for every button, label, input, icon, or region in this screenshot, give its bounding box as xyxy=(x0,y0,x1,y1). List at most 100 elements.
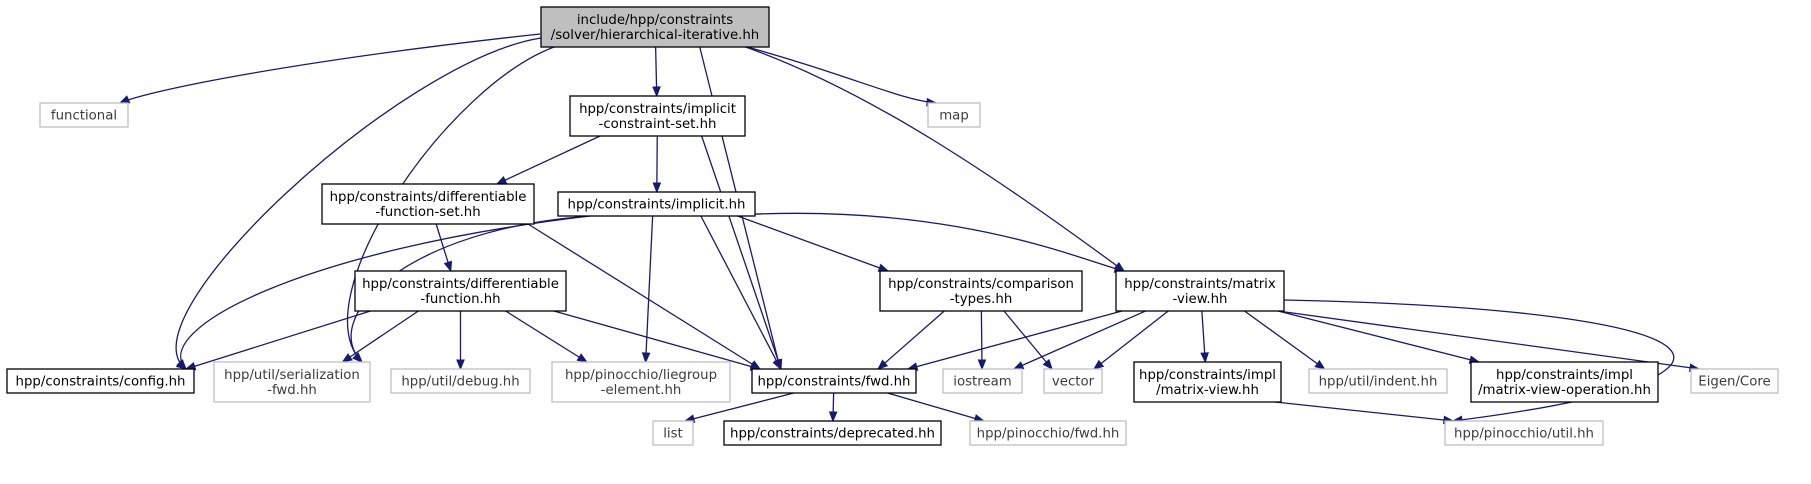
node-box xyxy=(942,368,1023,394)
edge-line xyxy=(1283,299,1675,422)
node-liegroup: hpp/pinocchio/liegroup-element.hh xyxy=(551,361,731,403)
node-box xyxy=(540,6,770,48)
node-box xyxy=(1115,270,1285,312)
node-map: map xyxy=(927,102,981,128)
node-label-line: hpp/pinocchio/util.hh xyxy=(1454,427,1594,442)
arrowhead xyxy=(877,263,890,272)
arrowhead xyxy=(828,411,838,423)
node-label-line: functional xyxy=(51,109,117,124)
edge-implicit_cs-to-implicit xyxy=(652,135,662,194)
node-box xyxy=(652,420,694,446)
arrowhead xyxy=(1042,358,1053,371)
node-box xyxy=(6,368,195,394)
edge-line xyxy=(1093,310,1169,370)
edge-line xyxy=(980,310,983,370)
edge-line xyxy=(719,212,1125,272)
node-label-line: -element.hh xyxy=(601,383,682,398)
arrowhead xyxy=(652,182,662,194)
edge-line xyxy=(527,223,761,370)
arrowhead xyxy=(1314,359,1326,370)
node-box xyxy=(321,183,535,225)
arrowhead xyxy=(1200,352,1209,364)
arrowhead xyxy=(1092,359,1105,370)
edge-line xyxy=(739,44,1125,272)
node-config[interactable]: hpp/constraints/config.hh xyxy=(6,368,195,394)
node-indent: hpp/util/indent.hh xyxy=(1308,368,1448,394)
node-box xyxy=(1470,361,1659,403)
node-box xyxy=(551,361,731,403)
edge-line xyxy=(1277,310,1480,363)
node-label-line: -function.hh xyxy=(420,292,500,307)
node-diff-fs[interactable]: hpp/constraints/differentiable-function-… xyxy=(321,183,535,225)
node-pin-fwd: hpp/pinocchio/fwd.hh xyxy=(969,420,1127,446)
arrowhead xyxy=(495,176,508,185)
node-label-line: hpp/constraints/impl xyxy=(1496,368,1633,383)
node-box xyxy=(1133,361,1282,403)
node-implicit-cs[interactable]: hpp/constraints/implicit-constraint-set.… xyxy=(569,95,746,137)
arrowhead xyxy=(1012,361,1025,370)
node-diff-f[interactable]: hpp/constraints/differentiable-function.… xyxy=(354,270,567,312)
node-box xyxy=(354,270,567,312)
node-deprecated[interactable]: hpp/constraints/deprecated.hh xyxy=(723,420,942,446)
node-main[interactable]: include/hpp/constraints/solver/hierarchi… xyxy=(540,6,770,48)
edge-implicit-to-comparison xyxy=(737,215,890,272)
node-box xyxy=(1690,368,1779,394)
edge-line xyxy=(1003,310,1053,370)
arrowhead xyxy=(443,260,453,273)
node-label-line: iostream xyxy=(953,375,1011,390)
node-label-line: hpp/constraints/differentiable xyxy=(330,190,527,205)
edge-implicit-to-liegroup xyxy=(641,215,654,364)
node-label-line: hpp/constraints/matrix xyxy=(1124,277,1276,292)
node-implicit[interactable]: hpp/constraints/implicit.hh xyxy=(557,191,756,217)
file-nodes: include/hpp/constraints/solver/hierarchi… xyxy=(6,6,1779,446)
node-label-line: include/hpp/constraints xyxy=(577,13,733,28)
node-box xyxy=(879,270,1083,312)
node-label-line: -view.hh xyxy=(1173,292,1228,307)
arrowhead xyxy=(456,359,465,371)
edge-matrix_view-to-iostream xyxy=(1012,310,1146,370)
node-fwd[interactable]: hpp/constraints/fwd.hh xyxy=(751,368,917,394)
node-box xyxy=(1043,368,1103,394)
arrowhead xyxy=(576,353,588,363)
node-label-line: -types.hh xyxy=(950,292,1013,307)
node-label-line: hpp/constraints/implicit.hh xyxy=(568,198,746,213)
edge-diff_f-to-liegroup xyxy=(505,310,588,363)
node-label-line: hpp/constraints/config.hh xyxy=(16,375,186,390)
edge-line xyxy=(739,44,937,104)
edge-matrix_view-to-vector xyxy=(1092,310,1169,370)
edge-line xyxy=(907,310,1123,370)
node-label-line: hpp/util/serialization xyxy=(224,368,360,383)
edge-matrix_view-to-indent xyxy=(1244,310,1326,370)
node-impl-mv[interactable]: hpp/constraints/impl/matrix-view.hh xyxy=(1133,361,1282,403)
node-label-line: hpp/constraints/comparison xyxy=(888,277,1074,292)
edge-line xyxy=(887,392,984,422)
node-functional: functional xyxy=(39,102,129,128)
arrowhead xyxy=(641,352,651,364)
node-label-line: /solver/hierarchical-iterative.hh xyxy=(551,28,759,43)
node-serialization: hpp/util/serialization-fwd.hh xyxy=(213,361,371,403)
arrowhead xyxy=(772,358,782,371)
arrowhead xyxy=(652,86,661,98)
node-box xyxy=(1444,420,1604,446)
node-box xyxy=(569,95,746,137)
edge-line xyxy=(175,37,542,370)
node-comparison[interactable]: hpp/constraints/comparison-types.hh xyxy=(879,270,1083,312)
edge-line xyxy=(342,310,419,363)
edge-matrix_view-to-impl_mvo xyxy=(1277,310,1481,364)
node-label-line: vector xyxy=(1052,375,1095,390)
node-label-line: hpp/pinocchio/liegroup xyxy=(565,368,717,383)
arrowhead xyxy=(118,95,131,104)
edge-comparison-to-vector xyxy=(1003,310,1053,371)
node-label-line: -constraint-set.hh xyxy=(599,117,717,132)
node-label-line: list xyxy=(663,427,683,442)
node-impl-mvo[interactable]: hpp/constraints/impl/matrix-view-operati… xyxy=(1470,361,1659,403)
node-label-line: Eigen/Core xyxy=(1698,375,1770,390)
edge-line xyxy=(700,215,782,370)
node-label-line: hpp/constraints/fwd.hh xyxy=(757,375,910,390)
node-label-line: hpp/constraints/impl xyxy=(1139,368,1276,383)
edge-line xyxy=(877,310,945,370)
edge-line xyxy=(645,215,654,363)
node-matrix-view[interactable]: hpp/constraints/matrix-view.hh xyxy=(1115,270,1285,312)
edge-line xyxy=(496,135,601,185)
edge-line xyxy=(119,33,541,104)
